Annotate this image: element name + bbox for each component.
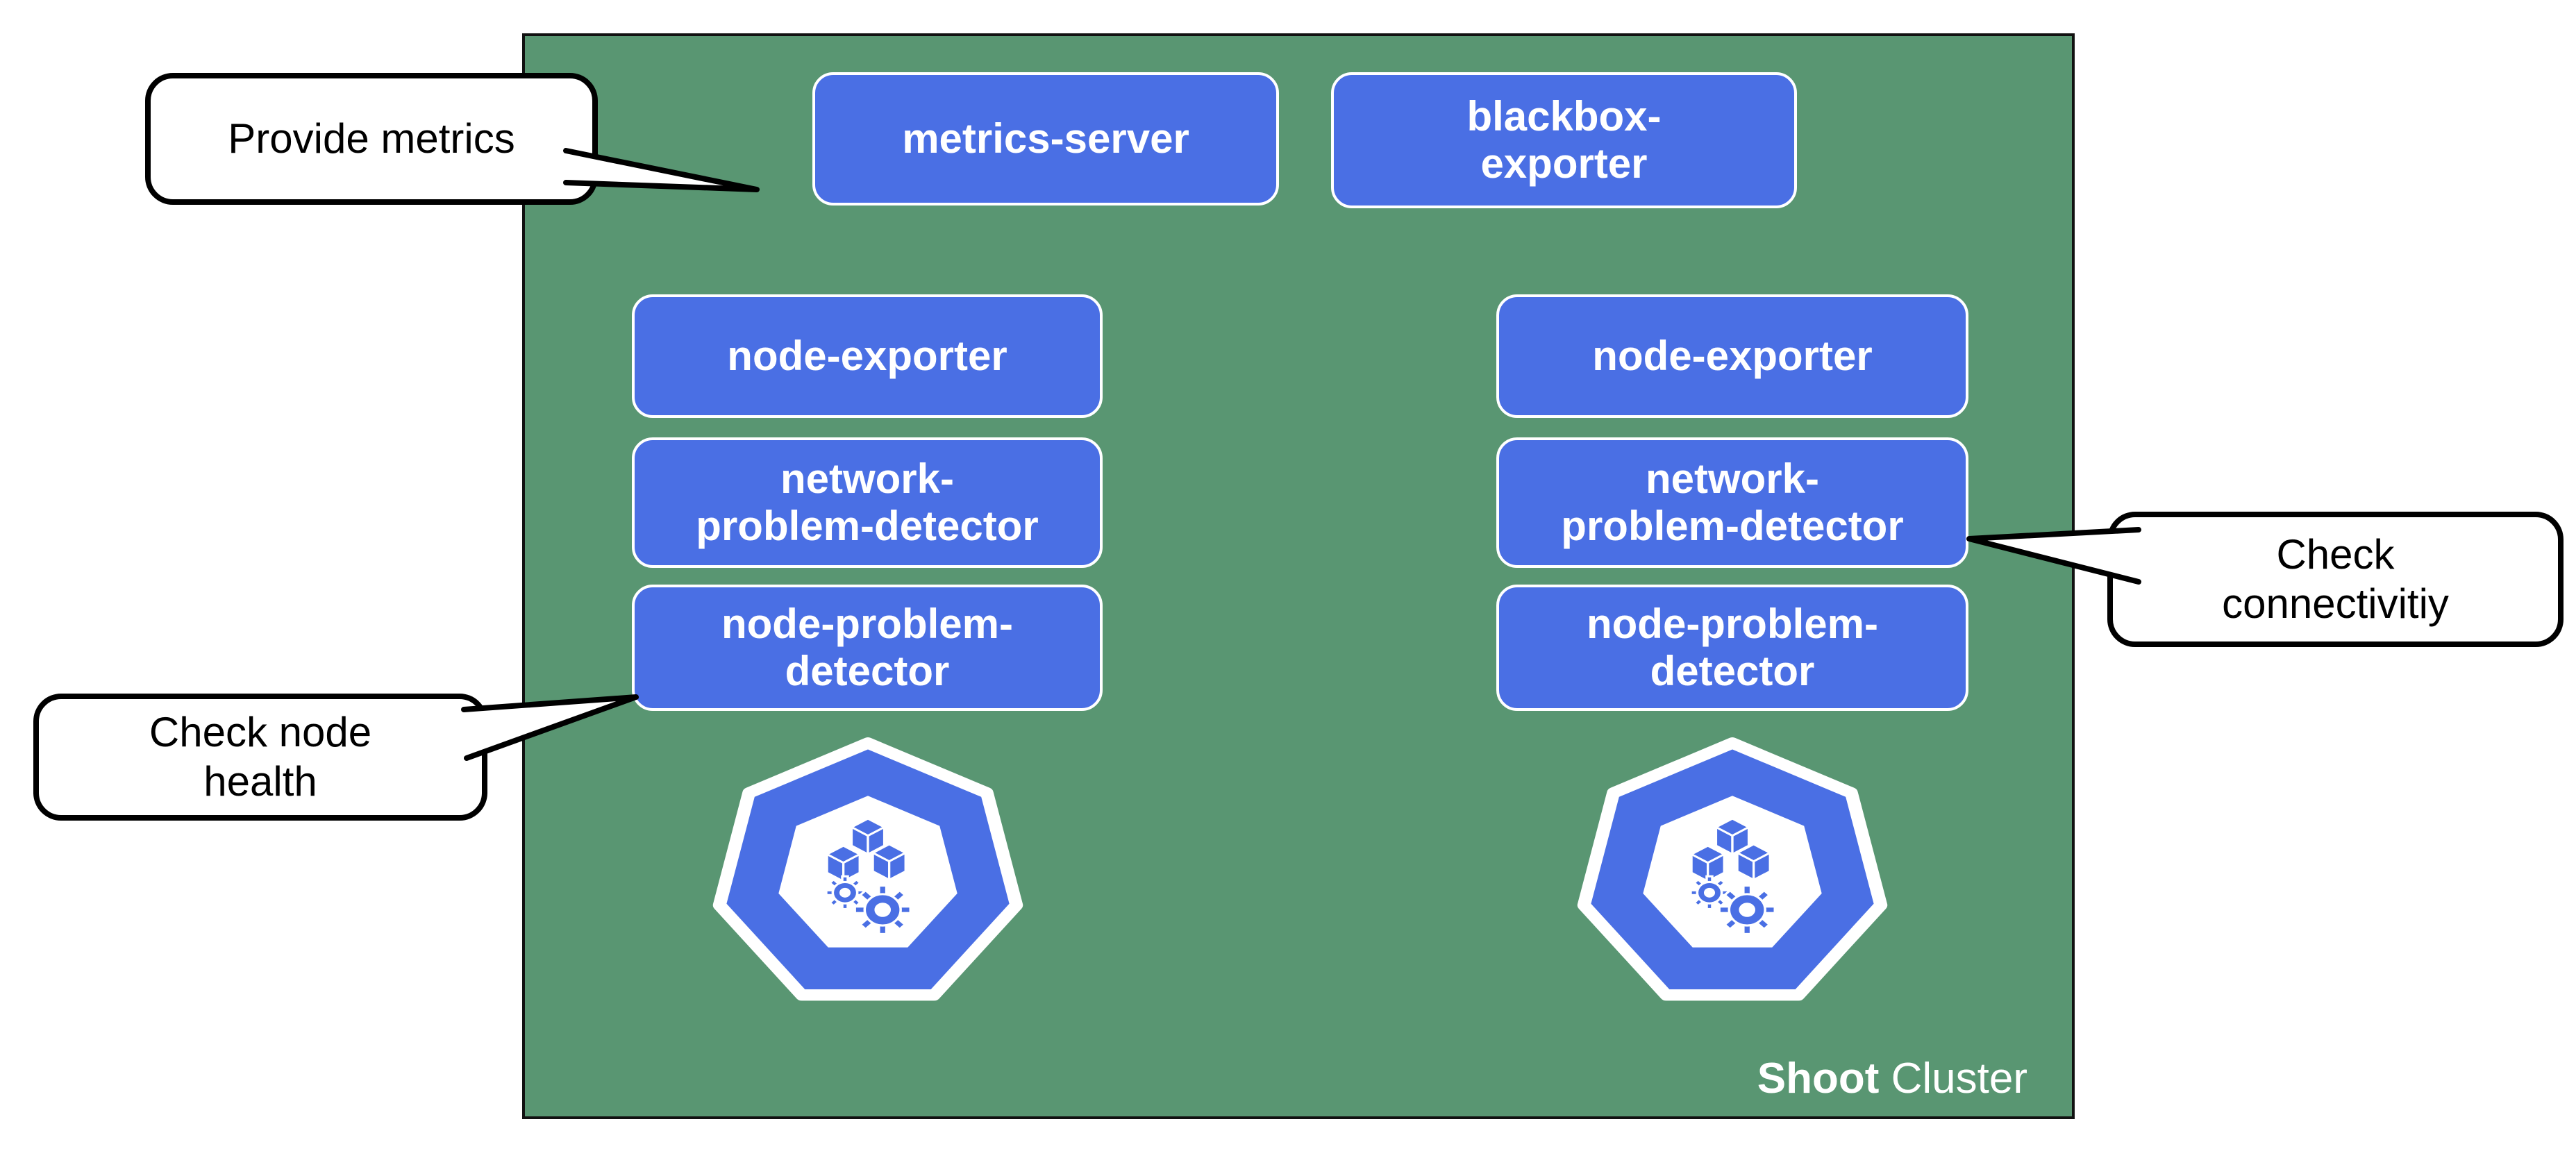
- check-connectivity-callout-tail: [1966, 527, 2141, 585]
- shoot-cluster-label: Shoot Cluster: [1528, 1052, 2027, 1108]
- check-connectivity-callout-label: Check connectivitiy: [2222, 530, 2449, 627]
- node-problem-detector-box-left: node-problem- detector: [632, 585, 1103, 711]
- node-exporter-label: node-exporter: [1592, 332, 1873, 379]
- network-problem-detector-label: network- problem-detector: [1561, 455, 1904, 549]
- blackbox-exporter-label: blackbox- exporter: [1466, 92, 1662, 187]
- node-problem-detector-label: node-problem- detector: [1587, 600, 1878, 694]
- shoot-cluster-label-suffix: Cluster: [1879, 1055, 2027, 1102]
- check-node-health-callout: Check node health: [33, 694, 487, 821]
- network-problem-detector-box-left: network- problem-detector: [632, 437, 1103, 568]
- node-exporter-box-left: node-exporter: [632, 294, 1103, 418]
- kubernetes-node-icon: [712, 737, 1023, 1001]
- cubes-glyph: [826, 817, 907, 882]
- heptagon-inner: [778, 796, 957, 948]
- gear-large-glyph: [1718, 884, 1777, 935]
- shoot-cluster-label-bold: Shoot: [1757, 1055, 1880, 1102]
- check-connectivity-callout: Check connectivitiy: [2107, 512, 2564, 647]
- provide-metrics-callout-label: Provide metrics: [228, 115, 515, 162]
- provide-metrics-callout-tail: [563, 148, 760, 192]
- metrics-server-box: metrics-server: [812, 72, 1279, 206]
- blackbox-exporter-box: blackbox- exporter: [1331, 72, 1797, 208]
- heptagon-inner: [1643, 796, 1822, 948]
- kubernetes-node-icon: [1577, 737, 1888, 1001]
- check-node-health-callout-tail: [461, 694, 639, 761]
- node-problem-detector-box-right: node-problem- detector: [1496, 585, 1968, 711]
- gear-small-glyph: [1689, 875, 1730, 910]
- provide-metrics-callout: Provide metrics: [145, 73, 598, 205]
- check-node-health-callout-label: Check node health: [149, 708, 372, 805]
- node-exporter-label: node-exporter: [727, 332, 1007, 379]
- metrics-server-label: metrics-server: [902, 115, 1189, 162]
- gear-large-glyph: [853, 884, 912, 935]
- cubes-glyph: [1690, 817, 1771, 882]
- node-exporter-box-right: node-exporter: [1496, 294, 1968, 418]
- network-problem-detector-box-right: network- problem-detector: [1496, 437, 1968, 568]
- gear-small-glyph: [825, 875, 865, 910]
- node-problem-detector-label: node-problem- detector: [721, 600, 1013, 694]
- network-problem-detector-label: network- problem-detector: [696, 455, 1039, 549]
